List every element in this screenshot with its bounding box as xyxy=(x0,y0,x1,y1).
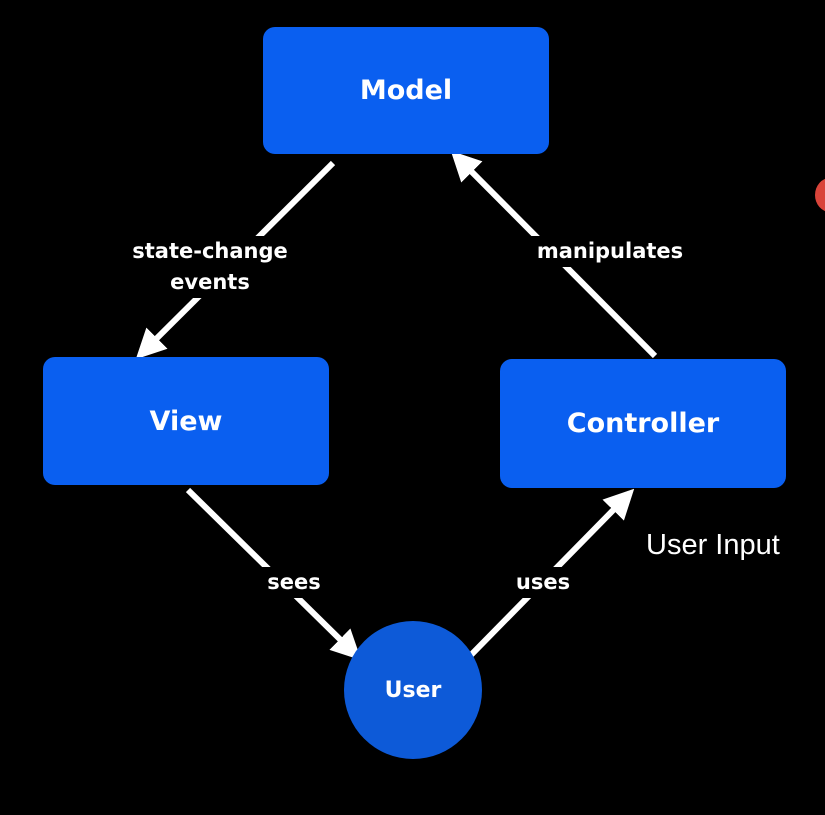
user-node: User xyxy=(344,621,482,759)
edge-label-line-1: state-change xyxy=(132,239,288,263)
edge-label-state-change-events: state-change events xyxy=(104,236,316,298)
edge-label-sees: sees xyxy=(248,567,340,598)
edge-label-line-2: events xyxy=(170,270,250,294)
red-circle-partial xyxy=(815,178,825,212)
edge-label-manipulates: manipulates xyxy=(514,236,706,267)
view-node: View xyxy=(43,357,329,485)
edge-label-uses: uses xyxy=(497,567,589,598)
user-input-annotation: User Input xyxy=(646,529,780,561)
model-node: Model xyxy=(263,27,549,154)
controller-node: Controller xyxy=(500,359,786,488)
